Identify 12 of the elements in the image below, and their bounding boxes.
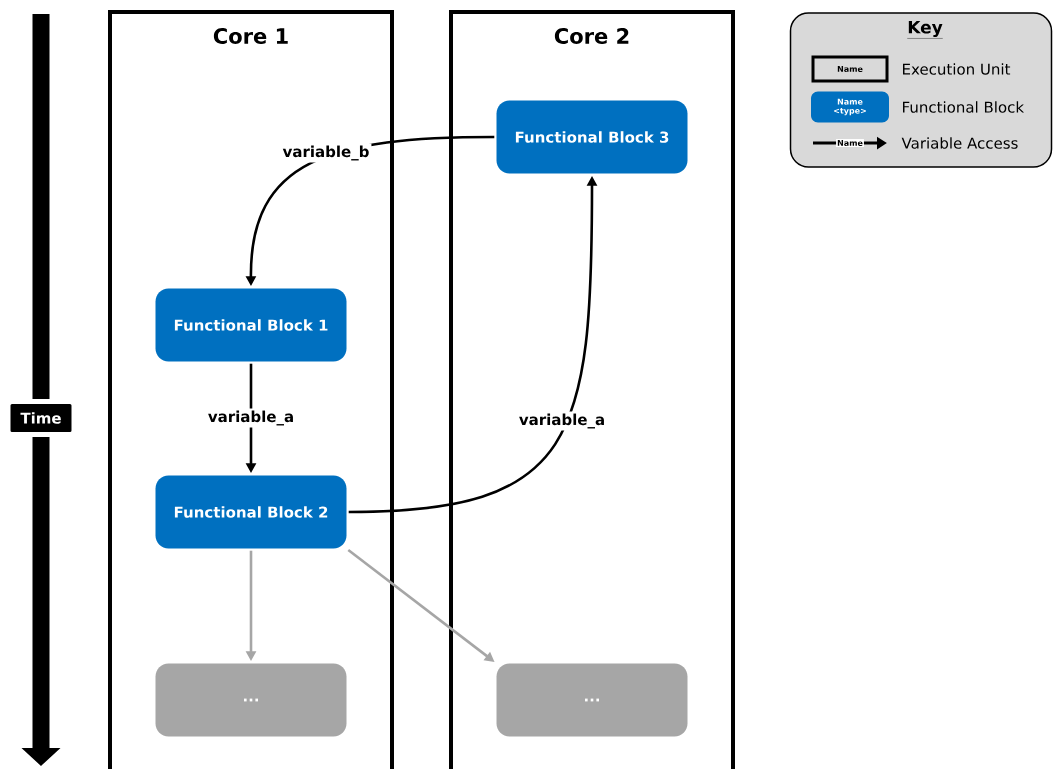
functional-block: Functional Block 3 [496, 100, 688, 174]
placeholder-block: ... [496, 663, 688, 737]
legend-text: Variable Access [901, 137, 1018, 149]
placeholder-block: ... [155, 663, 347, 737]
edge-label: variable_a [516, 411, 608, 431]
legend-text: Functional Block [903, 101, 1024, 113]
edge-label: variable_b [280, 143, 372, 163]
edge-label: variable_a [205, 408, 297, 428]
time-label: Time [5, 399, 77, 437]
functional-block: Functional Block 2 [155, 475, 347, 549]
functional-block: Functional Block 1 [155, 288, 347, 362]
legend-text: Execution Unit [903, 63, 1011, 75]
